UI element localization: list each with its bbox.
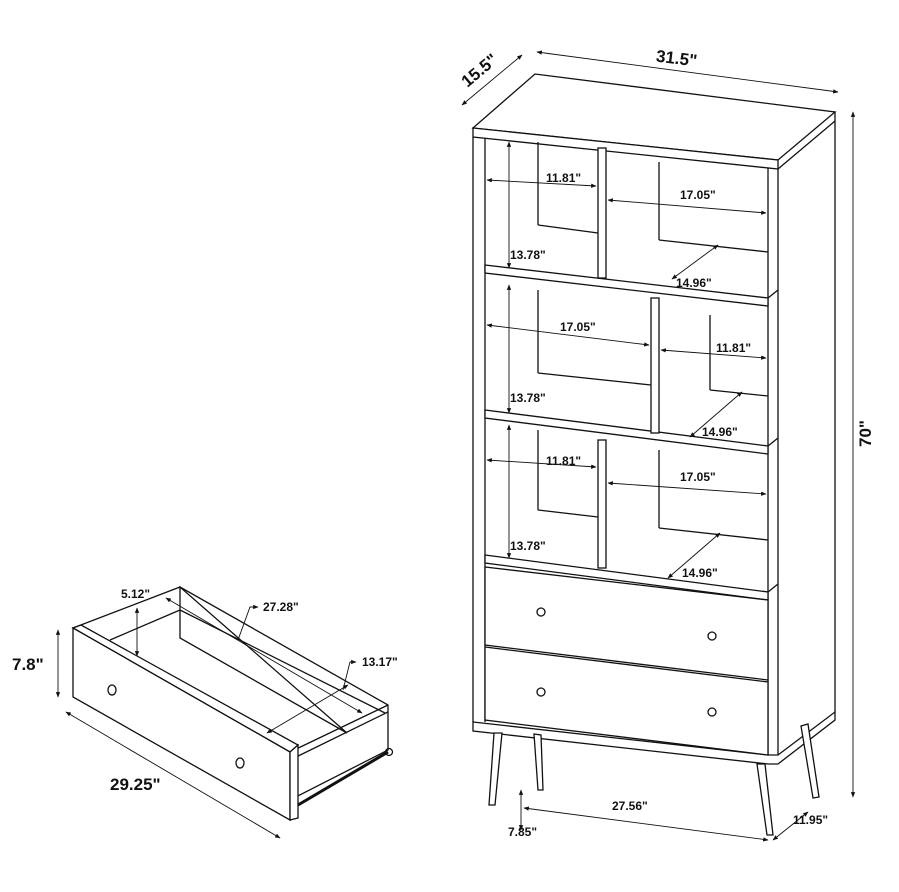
row2-height-label: 13.78" bbox=[510, 391, 546, 405]
row1-left-width-label: 11.81" bbox=[546, 171, 582, 185]
drawer-inner-depth-label: 13.17" bbox=[362, 655, 398, 669]
leg-span-label: 27.56" bbox=[612, 799, 648, 813]
row2-right-width-label: 11.81" bbox=[716, 341, 752, 355]
drawer-front-height-label: 7.8" bbox=[12, 655, 44, 674]
row2-left-width-label: 17.05" bbox=[560, 320, 596, 334]
drawer-inner-length-label: 27.28" bbox=[263, 600, 299, 614]
bookcase-dimension-lines bbox=[461, 50, 856, 842]
drawer-front-width-label: 29.25" bbox=[110, 775, 161, 794]
bookcase-height-label: 70" bbox=[855, 420, 875, 447]
bookcase-width-label: 31.5" bbox=[654, 46, 699, 71]
row2-depth-label: 14.96" bbox=[702, 425, 738, 439]
row3-left-width-label: 11.81" bbox=[546, 454, 582, 468]
drawer-inner-height-label: 5.12" bbox=[121, 587, 151, 601]
bookcase-drawing bbox=[471, 73, 837, 836]
row1-right-width-label: 17.05" bbox=[680, 188, 716, 202]
row1-height-label: 13.78" bbox=[510, 248, 546, 262]
row3-right-width-label: 17.05" bbox=[680, 470, 716, 484]
row3-height-label: 13.78" bbox=[510, 539, 546, 553]
row1-depth-label: 14.96" bbox=[676, 276, 712, 290]
drawer-dimension-lines bbox=[55, 597, 363, 839]
row3-depth-label: 14.96" bbox=[682, 566, 718, 580]
leg-depth-label: 11.95" bbox=[793, 813, 829, 827]
leg-height-label: 7.85" bbox=[508, 825, 538, 839]
